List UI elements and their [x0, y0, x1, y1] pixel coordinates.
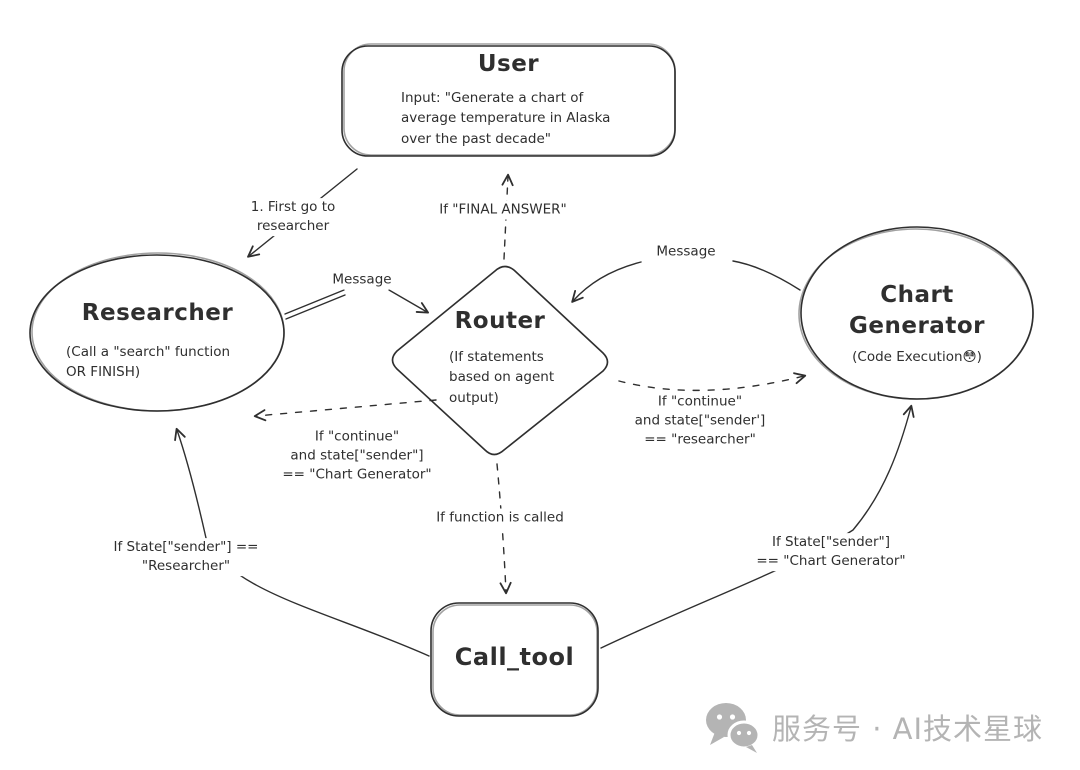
edge-label-continue-chart-generator: If "continue" and state["sender"] == "Ch…	[282, 428, 432, 483]
router-node-body: (If statements based on agent output)	[449, 349, 555, 406]
edge-chartgen-to-router-line	[732, 260, 801, 291]
chart-generator-node-shape	[800, 226, 1034, 400]
edge-label-sender-chart-generator: If State["sender"] == "Chart Generator"	[753, 533, 909, 571]
user-node-title: User	[477, 51, 540, 77]
watermark-text: 服务号 · AI技术星球	[772, 712, 1044, 746]
router-node-title: Router	[454, 308, 546, 334]
edge-researcher-to-router-line2	[285, 294, 346, 320]
chart-generator-node-shape-sketch	[798, 228, 1034, 400]
edge-label-message-left: Message	[329, 270, 395, 290]
user-node-body: Input: "Generate a chart of average temp…	[401, 90, 611, 147]
edge-router-to-researcher	[253, 399, 437, 422]
researcher-node-shape	[29, 254, 285, 412]
edge-label-function-called: If function is called	[433, 508, 567, 528]
edge-label-final-answer: If "FINAL ANSWER"	[436, 200, 570, 220]
user-node-shape	[341, 45, 676, 157]
call-tool-node-title: Call_tool	[454, 643, 575, 671]
call-tool-node-shape	[430, 602, 599, 717]
edge-router-to-chartgen	[618, 372, 807, 392]
user-node-shape-sketch	[343, 43, 676, 156]
edge-label-sender-researcher: If State["sender"] == "Researcher"	[110, 538, 262, 576]
call-tool-node-shape-sketch	[432, 604, 598, 716]
wechat-icon	[706, 703, 761, 753]
edge-label-first-go: 1. First go to researcher	[247, 198, 339, 236]
chart-generator-node-body: (Code Execution😳)	[852, 349, 982, 365]
edge-chartgen-to-router-arrow	[571, 261, 642, 303]
watermark: 服务号 · AI技术星球	[703, 700, 1043, 754]
edge-label-continue-researcher: If "continue" and state["sender'] == "re…	[631, 392, 769, 450]
edge-label-message-right: Message	[653, 242, 719, 262]
researcher-node-title: Researcher	[81, 300, 234, 326]
researcher-node-body: (Call a "search" function OR FINISH)	[66, 344, 231, 381]
researcher-node-shape-sketch	[31, 252, 285, 412]
router-node-shape	[391, 265, 609, 456]
edge-researcher-to-router-line1	[284, 289, 345, 315]
edge-researcher-to-router-arrow	[388, 289, 430, 314]
edge-router-to-calltool	[496, 463, 512, 595]
chart-generator-node-title: Chart Generator	[849, 282, 985, 340]
